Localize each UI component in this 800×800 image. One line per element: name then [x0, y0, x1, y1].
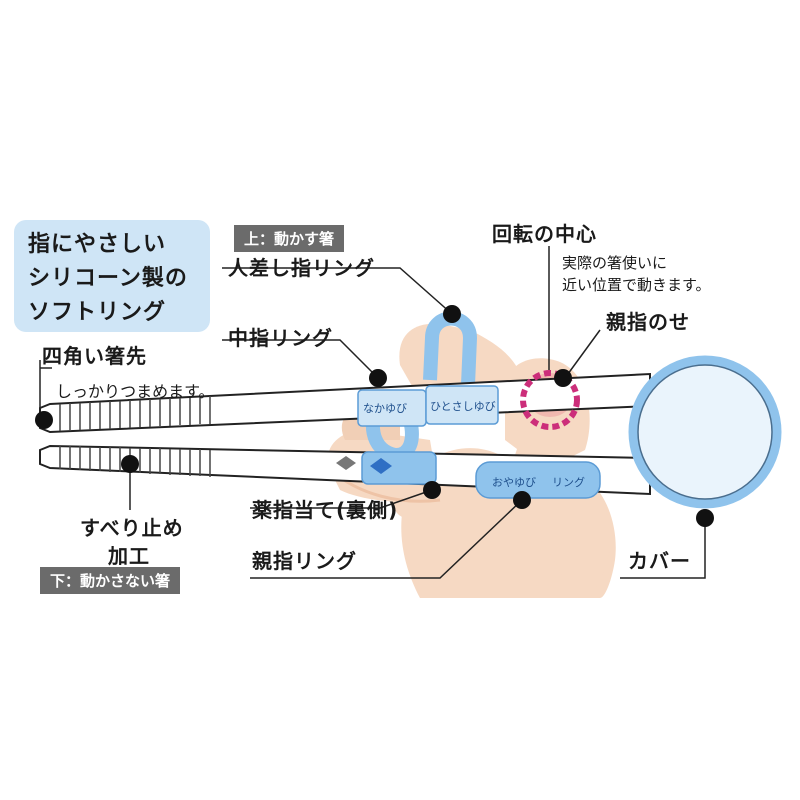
label-rotation-note-2: 近い位置で動きます。: [562, 276, 711, 294]
tag-top-moving: 上：動かす箸: [234, 225, 345, 252]
marker-anti-slip: [121, 455, 139, 473]
label-anti-slip-1: すべり止め: [80, 516, 184, 540]
rotation-center-circle: [520, 370, 580, 430]
label-rotation-center: 回転の中心: [492, 222, 597, 246]
marker-ring-finger-rest: [423, 481, 441, 499]
label-middle-ring: 中指リング: [228, 326, 333, 350]
index-ring-block: [425, 385, 499, 425]
marker-cover: [696, 509, 714, 527]
cover-disc: [628, 355, 782, 509]
diamond-gray-icon: [336, 456, 356, 470]
leader-lines: [39, 246, 706, 579]
marker-square-tip: [35, 411, 53, 429]
callout-line-1: 指にやさしい: [28, 232, 167, 257]
ring-text-middle: なかゆび: [363, 402, 407, 415]
marker-thumb-rest: [554, 369, 572, 387]
label-square-tip-note: しっかりつまめます。: [56, 382, 215, 401]
label-rotation-note-1: 実際の箸使いに: [562, 254, 668, 272]
ring-text-index: ひとさしゆび: [430, 400, 496, 413]
label-anti-slip-2: 加工: [108, 544, 150, 568]
callout-line-3: ソフトリング: [28, 300, 167, 325]
ring-text-thumb-b: リング: [552, 476, 585, 489]
label-thumb-ring: 親指リング: [252, 549, 357, 573]
label-thumb-rest: 親指のせ: [606, 310, 690, 334]
marker-index-ring: [443, 305, 461, 323]
label-cover: カバー: [628, 549, 691, 573]
thumb-ring-block: [475, 461, 601, 499]
callout-line-2: シリコーン製の: [28, 266, 188, 291]
tag-bottom-fixed: 下：動かさない箸: [40, 567, 181, 594]
marker-thumb-ring: [513, 491, 531, 509]
diamond-blue-icon: [370, 458, 392, 474]
marker-dots: [35, 305, 714, 527]
ring-text-thumb-a: おやゆび: [492, 476, 536, 489]
label-square-tip: 四角い箸先: [42, 344, 147, 368]
label-index-ring: 人差し指リング: [228, 256, 375, 280]
marker-middle-ring: [369, 369, 387, 387]
label-ring-finger-rest: 薬指当て(裏側): [252, 498, 399, 522]
feature-callout: 指にやさしい シリコーン製の ソフトリング: [14, 220, 210, 332]
